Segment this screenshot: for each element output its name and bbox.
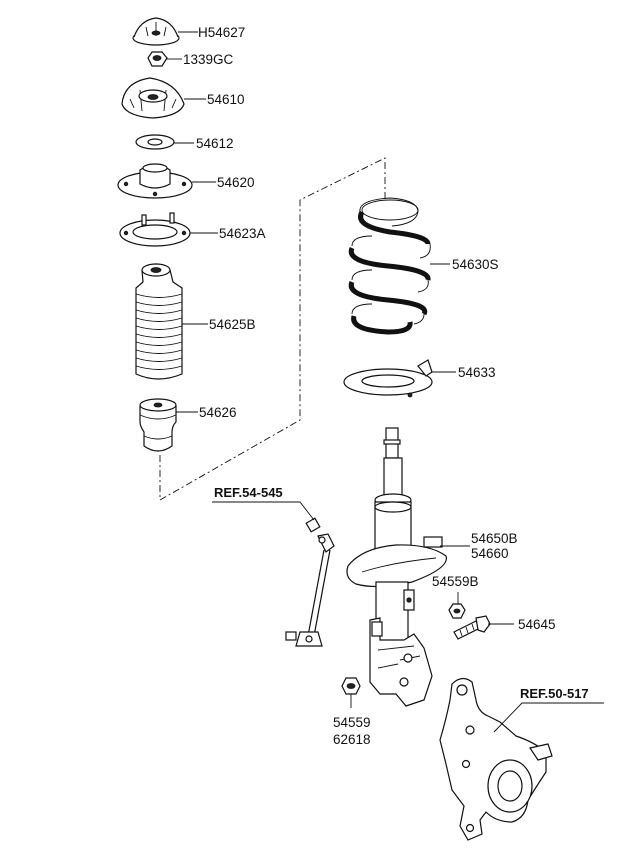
label-54623a: 54623A	[219, 226, 266, 241]
label-54650b: 54650B	[471, 531, 518, 546]
label-ref54545[interactable]: REF.54-545	[214, 485, 283, 500]
label-54660: 54660	[471, 546, 509, 561]
label-ref50517[interactable]: REF.50-517	[520, 686, 589, 701]
label-62618: 62618	[333, 732, 371, 747]
part-h54627-cap[interactable]	[132, 17, 180, 46]
label-54626: 54626	[199, 405, 237, 420]
part-54620-upper-seat[interactable]	[117, 163, 193, 199]
part-54559-nut[interactable]	[341, 677, 361, 695]
label-54633: 54633	[458, 365, 496, 380]
label-54612: 54612	[196, 136, 234, 151]
part-54623a-spring-pad[interactable]	[119, 212, 191, 247]
part-54633-lower-spring-seat[interactable]	[343, 359, 433, 398]
label-54630s: 54630S	[452, 257, 499, 272]
label-h54627: H54627	[198, 25, 245, 40]
label-54559: 54559	[333, 715, 371, 730]
part-stabilizer-link[interactable]	[285, 517, 335, 647]
label-1339gc: 1339GC	[183, 52, 234, 67]
part-54630s-coil-spring[interactable]	[348, 197, 431, 335]
part-54625b-dust-boot[interactable]	[135, 263, 183, 380]
label-54645: 54645	[518, 617, 556, 632]
part-54650b-strut-assembly[interactable]	[346, 427, 447, 707]
part-54612-washer[interactable]	[135, 134, 175, 150]
label-54610: 54610	[207, 92, 245, 107]
part-1339gc-nut[interactable]	[147, 51, 168, 67]
part-54645-bolt[interactable]	[453, 615, 491, 640]
label-54625b: 54625B	[209, 317, 256, 332]
leader-ref54545	[212, 501, 315, 521]
label-54559b: 54559B	[432, 574, 479, 589]
assembly-dash-line	[159, 157, 386, 501]
part-54626-bump-stopper[interactable]	[139, 398, 177, 452]
label-54620: 54620	[217, 175, 255, 190]
part-54559b-nut[interactable]	[448, 603, 466, 619]
part-steering-knuckle[interactable]	[439, 677, 553, 841]
part-54610-insulator-mount[interactable]	[121, 77, 185, 119]
leader-ref50517	[493, 702, 604, 733]
